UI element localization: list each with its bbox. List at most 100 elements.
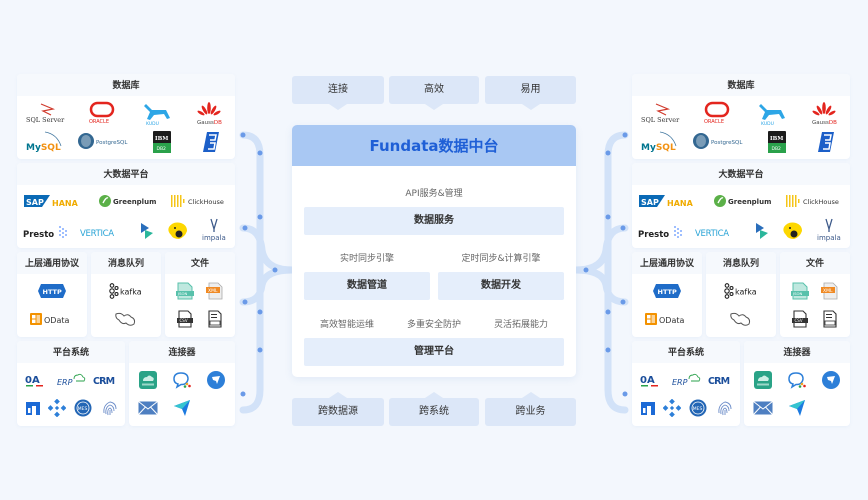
email-icon [748,397,778,419]
file-title: 文件 [165,252,235,274]
postgresql-logo: PostgreSQL [690,129,750,155]
csv-file-icon: CSV [786,308,814,330]
feature-extensibility: 灵活拓展能力 [493,320,548,330]
database-title: 数据库 [632,74,850,96]
txt-file-icon [201,308,229,330]
svg-text:JSON: JSON [792,291,803,296]
svg-text:MySQL: MySQL [26,143,61,153]
hive-logo [778,217,808,245]
svg-text:HTTP: HTTP [658,288,677,296]
svg-text:CRM: CRM [93,376,115,387]
erp-logo: ERP [53,369,89,391]
svg-text:Greenplum: Greenplum [113,198,156,206]
greenplum-logo: Greenplum [712,189,776,213]
left-connector-inner-bottom [239,266,296,306]
kylin-logo [748,217,776,245]
svg-text:SAP: SAP [26,198,44,207]
svg-text:MES: MES [693,406,703,412]
json-file-icon: JSON [171,280,199,302]
bigdata-title: 大数据平台 [632,163,850,185]
connectors-title: 连接器 [129,341,235,363]
fundata-platform-card: Fundata数据中台 API服务&管理 数据服务 实时同步引擎 定时同步&计算… [292,125,576,377]
enterprise-cloud-icon [133,369,163,391]
svg-text:SAP: SAP [641,198,659,207]
svg-text:0A: 0A [640,375,655,386]
finereport-logo [636,397,660,419]
http-logo: HTTP [632,280,702,302]
svg-text:JSON: JSON [177,291,188,296]
kylin-logo [133,217,161,245]
svg-text:IBM: IBM [155,136,168,142]
platform-systems-title: 平台系统 [17,341,125,363]
feishu-send-icon [782,397,812,419]
protocol-card: 上层通用协议 HTTP OData [17,252,87,337]
feature-security: 多重安全防护 [406,320,461,330]
tag-cross-system: 跨系统 [389,392,479,426]
data-pipeline-block: 数据管道 [304,272,430,300]
svg-text:kafka: kafka [120,288,142,297]
svg-text:XML: XML [823,288,833,294]
impala-logo: impala [195,215,233,245]
sqlserver-logo: SQL Server [636,100,686,126]
vertica-logo: VERTICA [692,219,742,245]
greenplum-logo: Greenplum [97,189,161,213]
fingerprint-logo [712,397,738,419]
svg-text:CRM: CRM [708,376,730,387]
svg-text:Presto: Presto [638,230,669,240]
svg-text:kafka: kafka [735,288,757,297]
clickhouse-logo: ClickHouse [784,189,848,213]
connector-dot [257,309,263,315]
connector-dot [620,225,626,231]
tag-cross-business: 跨业务 [485,392,576,426]
email-icon [133,397,163,419]
tag-connect: 连接 [292,76,384,110]
kudu-logo: KUDU [747,99,797,127]
mes-logo: MES [71,397,95,419]
connector-dot [583,267,589,273]
sap-hana-logo: SAP HANA [23,189,87,213]
platform-title: Fundata数据中台 [292,125,576,166]
mq-card: 消息队列 kafka [706,252,776,337]
rocketmq-logo [91,308,161,330]
right-connector-outer [604,131,629,414]
mgmt-platform-block: 管理平台 [304,338,564,366]
connectors-card: 连接器 [129,341,235,426]
feature-ops: 高效智能运维 [319,320,374,330]
database-card: 数据库 SQL Server ORACLE KUDU GaussDB MySQL… [632,74,850,159]
svg-text:ORACLE: ORACLE [704,119,724,125]
right-connector-inner-bottom [572,266,629,306]
svg-text:XML: XML [208,288,218,294]
connector-dot [242,299,248,305]
platform-systems-card: 平台系统 0A ERP CRM MES [17,341,125,426]
svg-text:CSV: CSV [795,318,803,323]
svg-text:OData: OData [659,316,684,325]
impala-logo: impala [810,215,848,245]
clickhouse-logo: ClickHouse [169,189,233,213]
tag-cross-datasource: 跨数据源 [292,392,384,426]
left-connector-inner-top [239,224,296,274]
crm-logo: CRM [706,369,738,391]
svg-text:HANA: HANA [52,199,79,208]
svg-text:GaussDB: GaussDB [197,120,222,126]
oa-logo: 0A [21,369,49,391]
svg-text:ERP: ERP [57,378,73,387]
mq-title: 消息队列 [706,252,776,274]
connector-dot [242,225,248,231]
svg-text:Presto: Presto [23,230,54,240]
txt-file-icon [816,308,844,330]
platform-systems-card: 平台系统 0A ERP CRM MES [632,341,740,426]
left-connector-outer [239,131,264,414]
svg-text:impala: impala [817,234,841,242]
right-connector-inner-top [572,224,629,274]
svg-text:ORACLE: ORACLE [89,119,109,125]
connector-dot [622,132,628,138]
connector-dot [620,299,626,305]
data-dev-block: 数据开发 [438,272,564,300]
connector-dot [605,214,611,220]
odata-logo: OData [17,308,87,330]
postgresql-logo: PostgreSQL [75,129,135,155]
connector-dot [257,214,263,220]
feishu-send-icon [167,397,197,419]
